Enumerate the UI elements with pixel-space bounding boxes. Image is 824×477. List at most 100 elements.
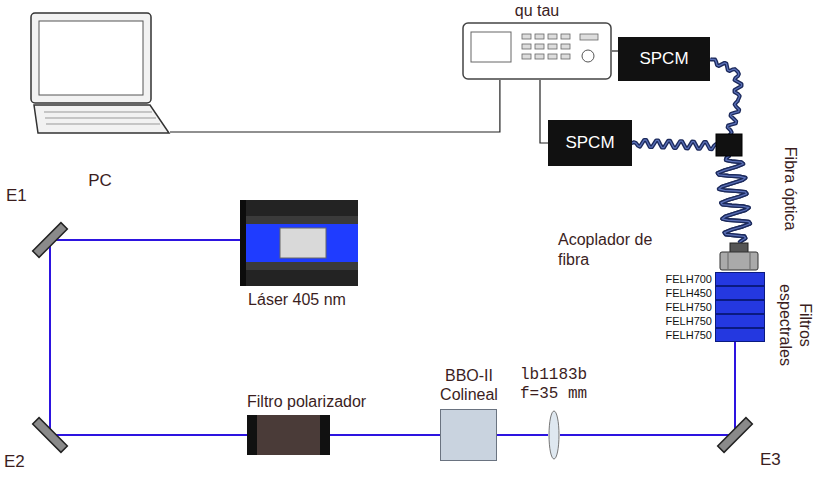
node-label: FELH750 <box>648 300 712 314</box>
node-label: SPCM <box>618 49 710 69</box>
fiber-coupler: Acoplador de fibra <box>558 230 763 274</box>
polarizer-end <box>320 415 330 455</box>
device-button <box>580 34 598 40</box>
mirror-mount: E2 <box>4 410 74 476</box>
laser-blue-band <box>246 224 358 262</box>
coupler-body <box>720 252 758 270</box>
laptop-base <box>34 105 169 133</box>
polar-symbol <box>247 415 330 455</box>
laser-beam-stroke <box>734 342 736 435</box>
polarizer-filter: Filtro polarizador <box>205 392 395 458</box>
node-label: FELH700 <box>648 272 712 286</box>
node-label: FELH750 <box>648 328 712 342</box>
polarizer-end <box>247 415 257 455</box>
filter-disc <box>716 287 765 300</box>
laser-beam-stroke <box>560 434 735 436</box>
computer: PC <box>25 8 175 196</box>
mirrorA-symbol <box>30 220 70 260</box>
device-button <box>548 54 557 59</box>
signal-cable <box>540 80 548 143</box>
device-symbol <box>462 22 612 80</box>
laser-beam <box>497 435 548 436</box>
filter-disc <box>716 315 765 328</box>
node-label: Láser 405 nm <box>222 290 372 309</box>
detector-box <box>548 120 632 166</box>
laser-beam-stroke <box>497 434 548 436</box>
bbo-crystal <box>441 410 497 461</box>
mirrorB-symbol <box>30 415 70 455</box>
mirror-mount: E1 <box>4 186 74 266</box>
device-button <box>535 54 544 59</box>
coupler-ridge <box>750 253 751 269</box>
device-button <box>561 44 570 49</box>
mirrorA-symbol <box>715 415 755 455</box>
coupler-symbol <box>718 243 760 271</box>
laser-beam-stroke <box>49 240 51 435</box>
mirror <box>33 418 68 453</box>
filter-disc <box>716 301 765 314</box>
device-button <box>561 54 570 59</box>
filter-disc <box>716 273 765 286</box>
mirror <box>718 418 753 453</box>
laser-beam <box>50 435 247 436</box>
device-button <box>561 34 570 39</box>
lens-unit: lb1183b f=35 mm <box>508 366 618 464</box>
signal-cable-stroke <box>612 50 618 51</box>
node-label: FELH450 <box>648 286 712 300</box>
device-button <box>535 34 544 39</box>
node-label: Filtro polarizador <box>247 392 395 411</box>
node-label: FELH750 <box>648 314 712 328</box>
node-label: E2 <box>4 452 34 472</box>
device-button <box>535 44 544 49</box>
laser-source: Láser 405 nm <box>222 198 372 313</box>
keyboard-row <box>44 112 152 113</box>
device-button <box>548 44 557 49</box>
laser-beam-stroke <box>50 434 247 436</box>
laser-beam-stroke <box>330 434 440 436</box>
bbo-symbol <box>440 409 497 461</box>
lens-symbol <box>548 410 560 460</box>
node-label: lb1183b f=35 mm <box>520 366 618 404</box>
fiber-splitter <box>716 134 742 156</box>
filter-stack: FELH700FELH450FELH750FELH750FELH750Filtr… <box>648 268 820 393</box>
laser-plate <box>240 200 246 286</box>
polarizer-body <box>247 415 330 455</box>
laser-symbol <box>240 200 358 286</box>
filter-disc <box>716 329 765 342</box>
device-button <box>522 44 531 49</box>
node-label: Filtros espectrales <box>775 266 815 384</box>
time-tagger: qu tau <box>452 0 622 82</box>
device-button <box>522 54 531 59</box>
monitor-frame <box>31 13 151 103</box>
laser-beam-stroke <box>50 239 240 241</box>
node-label: BBO-II Colineal <box>428 366 510 404</box>
mirror-mount: E3 <box>712 412 792 474</box>
device-button <box>548 34 557 39</box>
signal-cable-stroke <box>540 80 548 143</box>
node-label: Acoplador de fibra <box>558 230 672 270</box>
laser-beam <box>560 435 735 436</box>
signal-cable-stroke <box>170 80 500 132</box>
keyboard-row <box>45 118 156 119</box>
coupler-ridge <box>728 253 729 269</box>
node-label: PC <box>80 171 120 191</box>
node-label: SPCM <box>548 133 632 153</box>
detector-box: SPCM <box>548 120 632 166</box>
bbo-crystal-unit: BBO-II Colineal <box>428 366 510 462</box>
laser-beam <box>50 240 51 435</box>
monitor-screen <box>39 21 143 95</box>
keyboard-row <box>46 124 160 125</box>
laser-band <box>240 200 358 216</box>
device-knob <box>582 50 594 62</box>
vertical-label: Fibra óptica <box>780 133 799 243</box>
computer-symbol <box>30 12 170 136</box>
laser-beam <box>735 342 736 435</box>
device-button <box>522 34 531 39</box>
node-label: qu tau <box>452 1 622 20</box>
laser-band <box>240 270 358 286</box>
node-label: E3 <box>760 450 790 470</box>
laser-body <box>240 200 358 286</box>
lens <box>549 411 559 459</box>
node-label: E1 <box>6 186 36 206</box>
mirror <box>33 223 68 258</box>
